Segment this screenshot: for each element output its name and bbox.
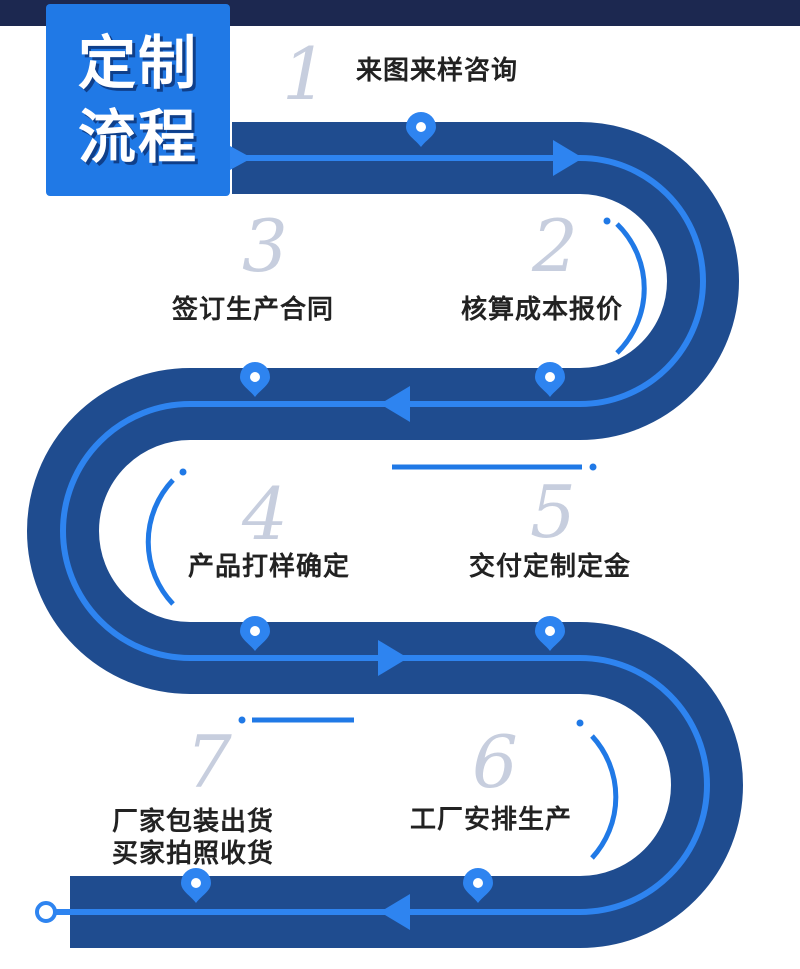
- location-pin-icon: [463, 868, 493, 903]
- track-band: [27, 122, 743, 948]
- accent-dot-6: [576, 719, 584, 727]
- title-badge: 定制 流程: [46, 4, 230, 196]
- arrow-row3: [378, 640, 408, 676]
- location-pin-icon: [535, 362, 565, 397]
- step-2-number: 2: [532, 204, 578, 288]
- title-line-1: 定制: [77, 29, 198, 97]
- title-line-2: 流程: [77, 103, 198, 171]
- step-6-number: 6: [472, 720, 518, 804]
- location-pin-icon: [406, 112, 436, 147]
- step-1-number: 1: [282, 32, 328, 116]
- step-7-label-line-2: 买家拍照收货: [112, 839, 275, 869]
- step-4-number: 4: [242, 472, 288, 556]
- accent-dot-4: [179, 468, 187, 476]
- step-3-number: 3: [242, 204, 288, 288]
- step-4-label: 产品打样确定: [188, 552, 351, 582]
- accent-arc-6: [590, 734, 619, 860]
- location-pin-icon: [535, 616, 565, 651]
- end-circle: [35, 901, 57, 923]
- step-2-label: 核算成本报价: [461, 295, 624, 325]
- accent-dot-7: [238, 716, 246, 724]
- accent-dot-2: [603, 217, 611, 225]
- location-pin-icon: [181, 868, 211, 903]
- step-7-label-line-1: 厂家包装出货: [112, 807, 275, 837]
- location-pin-icon: [240, 616, 270, 651]
- accent-arc-4: [145, 478, 175, 606]
- accent-arc-2: [615, 222, 647, 355]
- step-7-number: 7: [186, 720, 232, 804]
- arrow-row2: [380, 386, 410, 422]
- arrow-row4: [380, 894, 410, 930]
- step-5-label: 交付定制定金: [469, 552, 632, 582]
- start-pointer: [230, 146, 252, 170]
- accent-dot-5: [589, 463, 597, 471]
- step-1-label: 来图来样咨询: [356, 56, 519, 86]
- step-6-label: 工厂安排生产: [410, 805, 573, 835]
- track-line: [56, 155, 710, 915]
- step-5-number: 5: [530, 470, 576, 554]
- step-3-label: 签订生产合同: [172, 295, 335, 325]
- arrow-row1: [553, 140, 583, 176]
- location-pin-icon: [240, 362, 270, 397]
